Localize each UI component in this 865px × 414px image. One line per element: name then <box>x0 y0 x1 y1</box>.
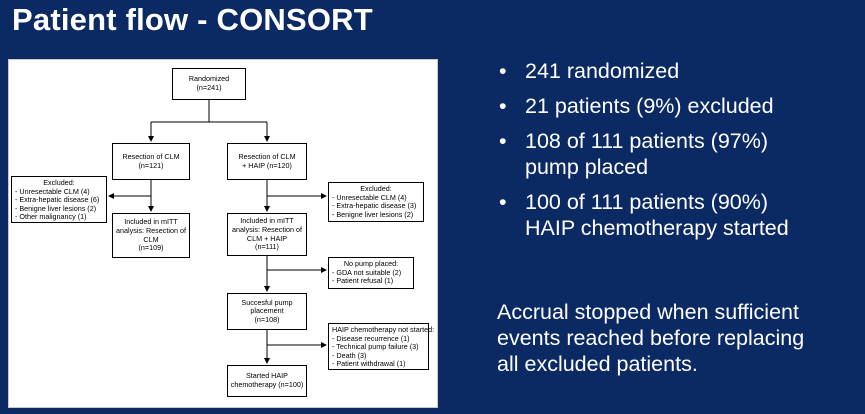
node-line: No pump placed: <box>343 259 399 268</box>
bullet-dot: • <box>499 129 507 153</box>
node-line: (n=109) <box>138 243 164 253</box>
note-line: all excluded patients. <box>497 352 698 376</box>
node-line: Resection of CLM <box>122 151 180 161</box>
node-arm-clm: Resection of CLM (n=121) <box>112 143 190 180</box>
node-line: CLM <box>143 234 159 244</box>
node-line: Succesful pump <box>241 297 293 307</box>
accrual-note: Accrual stopped when sufficient events r… <box>497 299 862 377</box>
node-line: - Other malignancy (1) <box>15 212 87 222</box>
node-excluded-left: Excluded: - Unresectable CLM (4) - Extra… <box>11 176 107 223</box>
node-arm-haip: Resection of CLM + HAIP (n=120) <box>227 143 307 180</box>
node-line: (n=241) <box>196 83 222 92</box>
node-line: (n=108) <box>254 314 280 324</box>
node-pump-placed: Succesful pump placement (n=108) <box>227 293 307 330</box>
summary-bullet-list: • 241 randomized • 21 patients (9%) excl… <box>495 58 855 250</box>
bullet-text: 21 patients (9%) excluded <box>525 94 774 118</box>
node-line: Started HAIP <box>246 371 288 381</box>
node-line: analysis: Resection of <box>232 224 302 234</box>
node-line: Excluded: <box>360 184 392 193</box>
note-line: Accrual stopped when sufficient <box>497 300 799 324</box>
node-randomized: Randomized (n=241) <box>172 68 246 100</box>
node-line: chemotherapy (n=100) <box>230 380 304 389</box>
node-line: placement <box>250 306 284 316</box>
node-line: - Disease recurrence (1) <box>332 333 410 343</box>
bullet-dot: • <box>499 190 507 214</box>
node-line: Randomized <box>188 74 230 84</box>
node-line: - Death (3) <box>332 350 367 360</box>
node-haip-not-started: HAIP chemotherapy not started: - Disease… <box>328 323 435 370</box>
node-line: Resection of CLM <box>238 151 296 161</box>
node-line: Excluded: <box>43 178 75 187</box>
node-line: - Technical pump failure (3) <box>332 342 419 352</box>
node-mitt-haip: Included in mITT analysis: Resection of … <box>227 213 307 256</box>
node-line: (n=121) <box>138 160 164 170</box>
node-line: + HAIP (n=120) <box>242 160 292 170</box>
node-haip-started: Started HAIP chemotherapy (n=100) <box>227 365 307 397</box>
node-line: Included in mITT <box>124 217 178 227</box>
node-line: CLM + HAIP <box>246 233 288 243</box>
node-line: - Benigne liver lesions (2) <box>15 203 97 213</box>
bullet-item: • 21 patients (9%) excluded <box>495 93 855 119</box>
slide-title: Patient flow - CONSORT <box>12 2 373 37</box>
bullet-dot: • <box>499 59 507 83</box>
bullet-dot: • <box>499 94 507 118</box>
node-line: - Unresectable CLM (4) <box>332 192 407 202</box>
node-line: - Extra-hepatic disease (3) <box>332 201 417 211</box>
node-line: Included in mITT <box>240 216 294 226</box>
bullet-text: 241 randomized <box>525 59 680 83</box>
bullet-item: • 100 of 111 patients (90%) HAIP chemoth… <box>495 189 855 241</box>
bullet-text: 108 of 111 patients (97%) <box>525 129 769 153</box>
consort-diagram: Randomized (n=241) Resection of CLM (n=1… <box>8 59 438 408</box>
bullet-item: • 241 randomized <box>495 58 855 84</box>
node-line: - Unresectable CLM (4) <box>15 186 90 196</box>
bullet-text: pump placed <box>525 155 649 179</box>
node-line: (n=111) <box>255 242 279 252</box>
node-line: - Benigne liver lesions (2) <box>332 209 414 219</box>
node-no-pump: No pump placed: - GDA not suitable (2) -… <box>328 257 414 289</box>
node-mitt-clm: Included in mITT analysis: Resection of … <box>112 213 190 258</box>
node-line: - GDA not suitable (2) <box>332 267 402 277</box>
connector-lines <box>108 100 327 364</box>
node-line: - Patient refusal (1) <box>332 276 394 286</box>
node-line: HAIP chemotherapy not started: <box>332 325 435 334</box>
node-excluded-right: Excluded: - Unresectable CLM (4) - Extra… <box>328 182 424 222</box>
bullet-text: HAIP chemotherapy started <box>525 216 789 240</box>
node-line: - Extra-hepatic disease (6) <box>15 195 100 205</box>
node-line: analysis: Resection of <box>116 225 186 235</box>
bullet-item: • 108 of 111 patients (97%) pump placed <box>495 128 855 180</box>
note-line: events reached before replacing <box>497 326 805 350</box>
bullet-text: 100 of 111 patients (90%) <box>525 190 769 214</box>
node-line: - Patient withdrawal (1) <box>332 359 406 369</box>
